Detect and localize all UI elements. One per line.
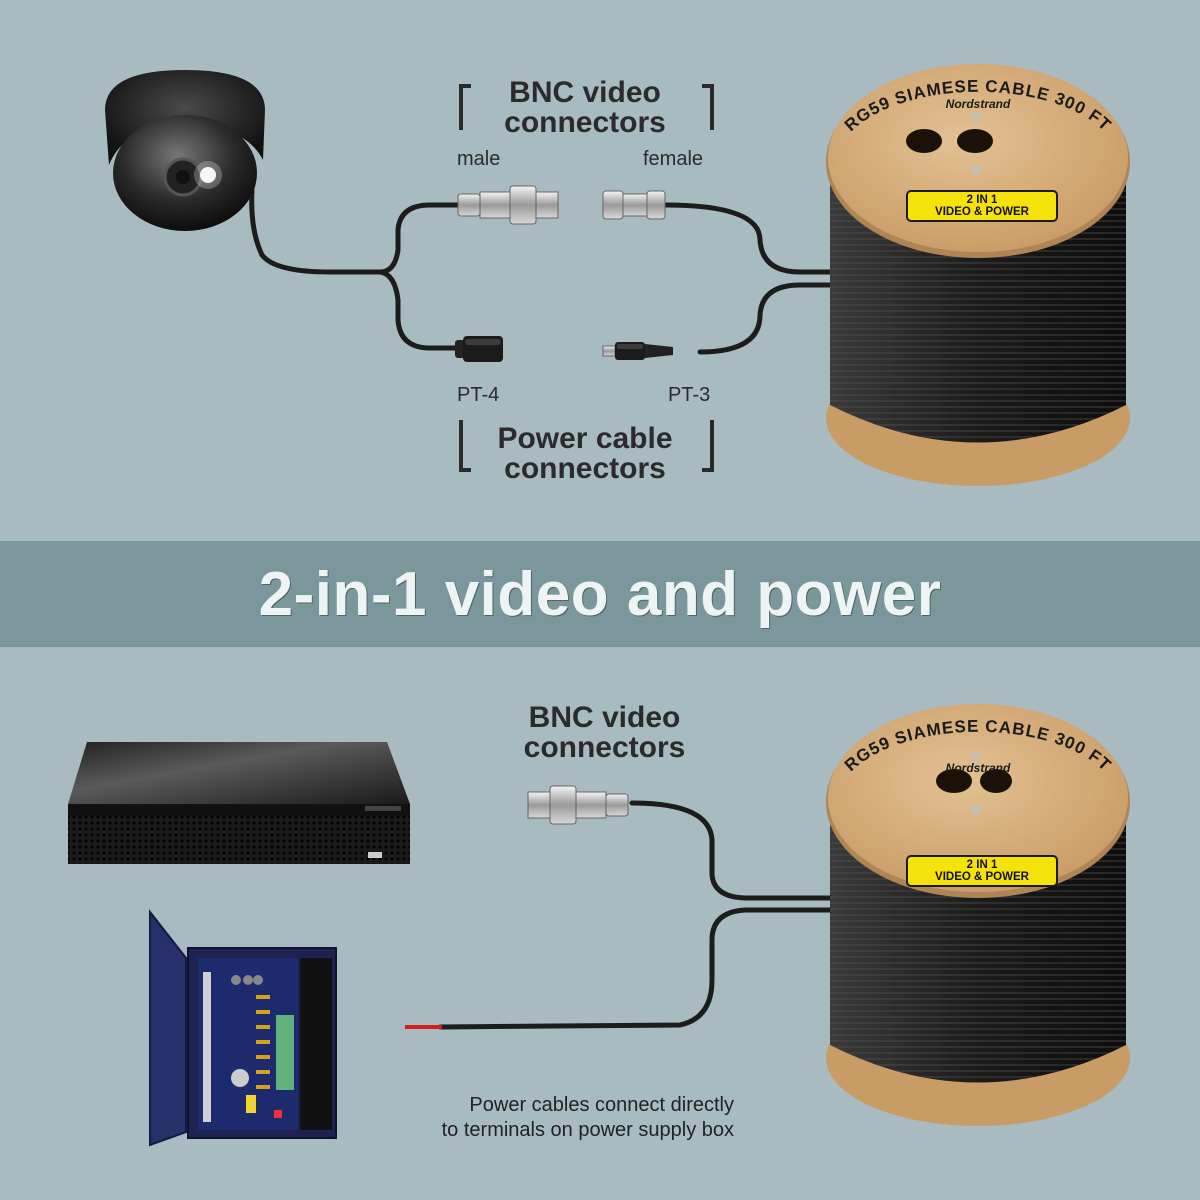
caption-line1: Power cables connect directly	[469, 1094, 734, 1116]
pt4-label: PT-4	[457, 384, 500, 406]
banner-title: 2-in-1 video and power	[258, 559, 942, 629]
bottom-bnc-heading: BNC video connectors	[497, 703, 712, 763]
dc-female-connector-icon	[455, 336, 503, 362]
dome-camera-icon	[105, 70, 265, 231]
bnc-heading: BNC video connectors	[470, 78, 700, 138]
title-banner: 2-in-1 video and power	[0, 541, 1200, 647]
power-heading-line1: Power cable	[497, 422, 673, 455]
spool-badge-line2: VIDEO & POWER	[935, 206, 1029, 218]
cable-spool-icon: RG59 SIAMESE CABLE 300 FT Nordstrand 2 I…	[818, 700, 1138, 1130]
spool-badge-line1: 2 IN 1	[966, 194, 998, 206]
male-label: male	[457, 148, 501, 170]
spool-badge-line2: VIDEO & POWER	[935, 871, 1029, 883]
bottom-cables	[405, 800, 833, 1030]
bracket-right-bottom	[702, 420, 714, 472]
bnc-male-connector-icon	[457, 185, 559, 225]
caption-line2: to terminals on power supply box	[441, 1119, 734, 1141]
power-caption: Power cables connect directly to termina…	[370, 1093, 734, 1143]
bnc-heading-line1: BNC video	[509, 76, 661, 109]
female-label: female	[643, 148, 704, 170]
spool-badge-line1: 2 IN 1	[966, 859, 998, 871]
pt3-label: PT-3	[668, 384, 711, 406]
spool-brand: Nordstrand	[945, 97, 1011, 111]
bnc-male-connector-icon	[527, 785, 629, 825]
bracket-left	[459, 84, 471, 130]
bnc-female-connector-icon	[602, 190, 666, 220]
dc-male-connector-icon	[602, 342, 673, 360]
bnc-heading-line2: connectors	[504, 106, 666, 139]
bracket-left-bottom	[459, 420, 471, 472]
power-heading-line2: connectors	[504, 452, 666, 485]
cable-spool-icon: RG59 SIAMESE CABLE 300 FT Nordstrand 2 I…	[818, 60, 1138, 490]
spool-badge: 2 IN 1 VIDEO & POWER	[906, 855, 1058, 887]
spool-badge: 2 IN 1 VIDEO & POWER	[906, 190, 1058, 222]
bottom-bnc-heading-line1: BNC video	[528, 701, 681, 734]
bottom-bnc-heading-line2: connectors	[523, 731, 686, 764]
top-cables	[249, 187, 833, 355]
power-heading: Power cable connectors	[470, 424, 700, 484]
dvr-recorder-icon	[68, 742, 410, 864]
power-supply-box-icon	[149, 909, 337, 1147]
bracket-right	[702, 84, 714, 130]
spool-brand: Nordstrand	[945, 761, 1011, 775]
